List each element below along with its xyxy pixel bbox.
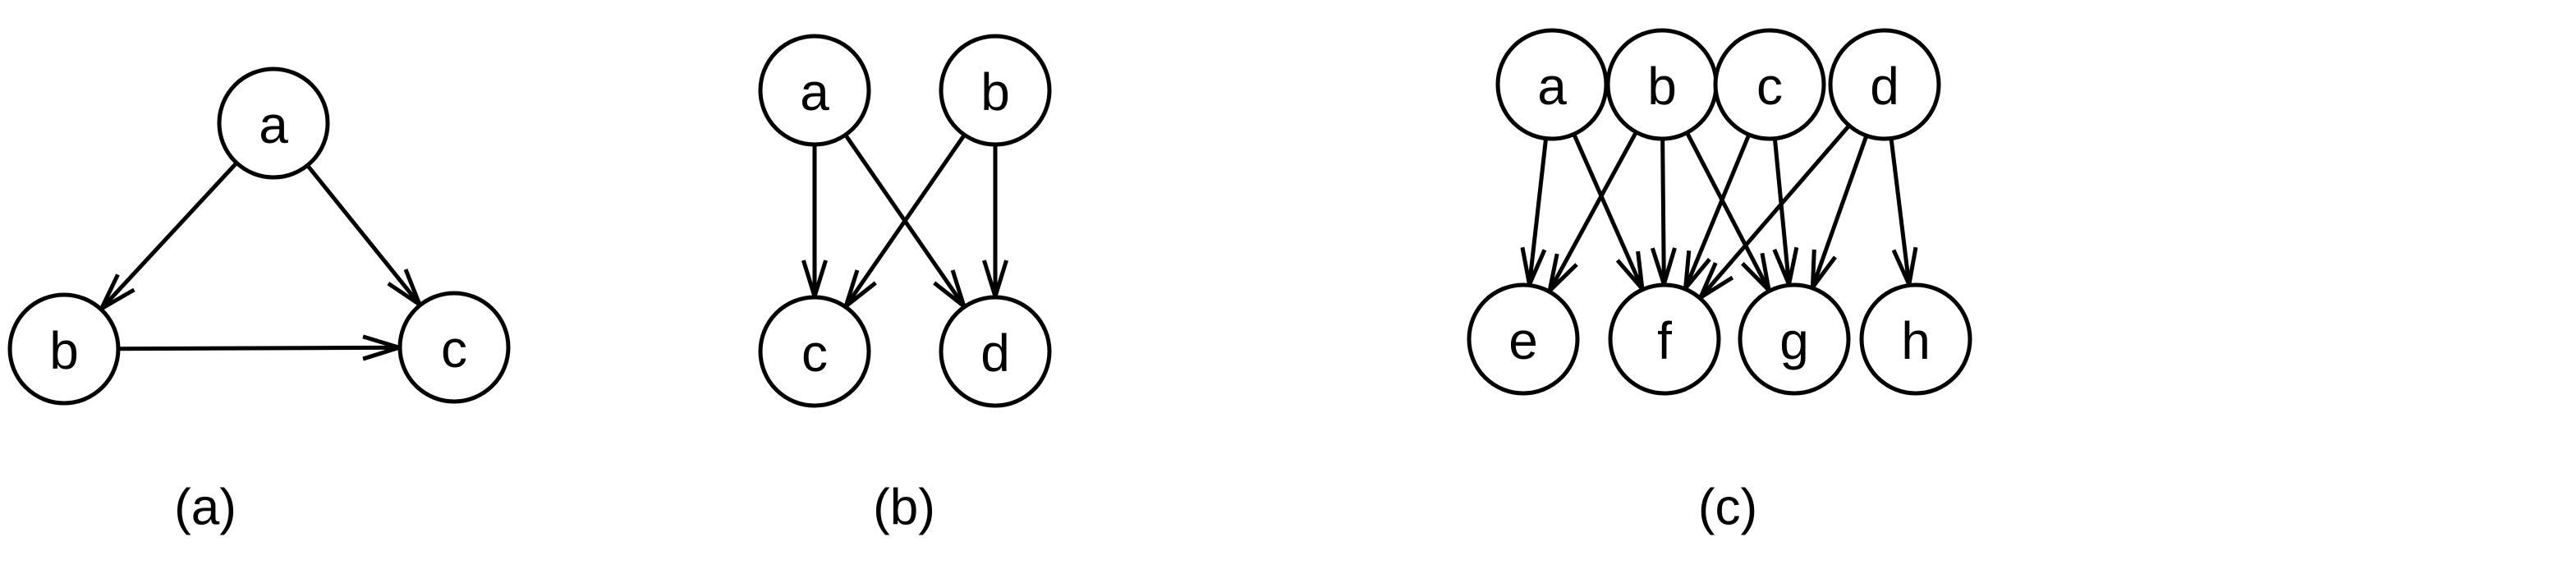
node-label: e — [1508, 311, 1538, 370]
edge-c-a-to-f — [1572, 134, 1646, 296]
edge-line — [1685, 132, 1771, 292]
node-label: b — [49, 321, 79, 380]
node-label: a — [1537, 57, 1567, 116]
node-c-a[interactable]: a — [1495, 28, 1609, 141]
node-circle[interactable] — [1467, 282, 1580, 396]
edge-line — [1698, 125, 1851, 299]
edge-c-c-to-f — [1683, 134, 1751, 295]
edge-c-b-to-f — [1650, 139, 1677, 292]
node-circle[interactable] — [1738, 282, 1851, 396]
panel-a: a b c (a) — [7, 67, 511, 536]
edge-line — [1660, 139, 1666, 285]
panel-c: a b c d e f g h (c) — [1467, 28, 1972, 536]
node-circle[interactable] — [1859, 282, 1972, 396]
node-c-g[interactable]: g — [1738, 282, 1851, 396]
edge-line — [1547, 131, 1638, 292]
node-circle[interactable] — [217, 67, 330, 180]
edge-line — [844, 134, 966, 308]
node-label: c — [1756, 57, 1783, 116]
arrowhead-icon — [1546, 253, 1578, 297]
node-label: f — [1657, 311, 1672, 370]
edge-a-b-to-c — [118, 334, 406, 361]
node-circle[interactable] — [1608, 282, 1721, 396]
node-a-b[interactable]: b — [7, 292, 121, 406]
edge-line — [99, 162, 238, 310]
arrowhead-icon — [1741, 252, 1773, 297]
edge-line — [1572, 134, 1645, 290]
node-circle[interactable] — [397, 291, 511, 404]
node-label: b — [980, 62, 1010, 122]
node-circle[interactable] — [939, 34, 1052, 147]
panel-caption-c: (c) — [1698, 480, 1757, 536]
node-circle[interactable] — [939, 295, 1052, 408]
node-c-d[interactable]: d — [1828, 28, 1941, 141]
edge-line — [306, 164, 421, 306]
edge-layer — [801, 134, 1008, 312]
node-a-c[interactable]: c — [397, 291, 511, 404]
edge-line — [118, 345, 400, 351]
node-circle[interactable] — [1713, 28, 1826, 141]
panel-caption-a: (a) — [174, 480, 236, 536]
node-label: c — [801, 324, 828, 383]
node-label: a — [259, 95, 288, 154]
edge-line — [1889, 139, 1912, 285]
edge-line — [1527, 139, 1548, 285]
node-b-c[interactable]: c — [758, 295, 871, 408]
node-c-b[interactable]: b — [1605, 28, 1719, 141]
node-c-f[interactable]: f — [1608, 282, 1721, 396]
panel-caption-b: (b) — [873, 480, 935, 536]
node-a-a[interactable]: a — [217, 67, 330, 180]
node-b-d[interactable]: d — [939, 295, 1052, 408]
node-circle[interactable] — [758, 34, 871, 147]
node-label: d — [980, 324, 1010, 383]
edge-a-a-to-b — [96, 162, 238, 314]
edge-line — [1772, 139, 1792, 285]
node-circle[interactable] — [1828, 28, 1941, 141]
node-circle[interactable] — [7, 292, 121, 406]
edge-c-c-to-g — [1772, 139, 1799, 292]
panel-b: a b c d (b) — [758, 34, 1052, 536]
edge-layer — [96, 162, 425, 361]
node-label: d — [1870, 57, 1899, 116]
edge-b-a-to-c — [801, 145, 828, 304]
node-circle[interactable] — [758, 295, 871, 408]
edge-line — [1811, 135, 1868, 288]
node-label: a — [800, 62, 829, 122]
node-b-b[interactable]: b — [939, 34, 1052, 147]
node-label: b — [1647, 57, 1677, 116]
node-c-e[interactable]: e — [1467, 282, 1580, 396]
edge-b-b-to-d — [982, 145, 1008, 304]
node-label: h — [1901, 311, 1931, 370]
edge-line — [1683, 134, 1751, 290]
node-c-h[interactable]: h — [1859, 282, 1972, 396]
edge-c-d-to-h — [1889, 139, 1918, 292]
edge-a-a-to-c — [306, 164, 425, 310]
edge-c-a-to-e — [1520, 139, 1548, 292]
node-c-c[interactable]: c — [1713, 28, 1826, 141]
node-b-a[interactable]: a — [758, 34, 871, 147]
node-label: g — [1779, 311, 1809, 370]
edge-layer — [1520, 125, 1918, 303]
node-label: c — [441, 319, 467, 379]
